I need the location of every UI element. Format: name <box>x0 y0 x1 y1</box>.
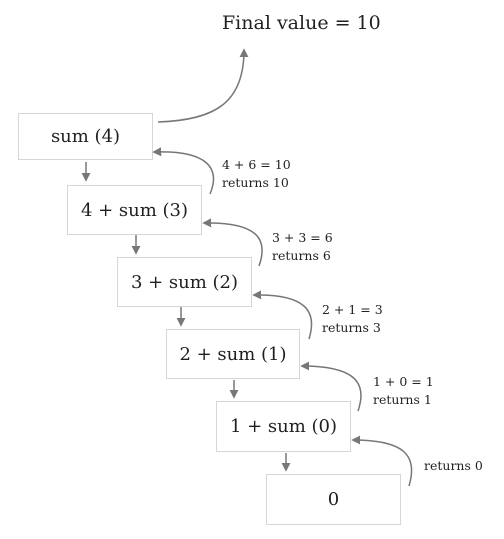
return-arrow-4 <box>300 361 362 412</box>
return-arrow-3 <box>252 290 313 340</box>
return-note-5-returns: returns 0 <box>424 458 483 473</box>
final-value-label: Final value = 10 <box>222 12 381 34</box>
return-arrow-1 <box>152 147 215 195</box>
call-box-sum-3: 4 + sum (3) <box>67 185 202 235</box>
return-arrow-2 <box>202 218 263 267</box>
call-box-sum-1: 2 + sum (1) <box>166 329 300 379</box>
return-note-3: 2 + 1 = 3 returns 3 <box>322 301 383 337</box>
return-note-4-returns: returns 1 <box>373 392 432 407</box>
return-note-2-returns: returns 6 <box>272 248 331 263</box>
return-note-1-returns: returns 10 <box>222 175 289 190</box>
return-note-3-returns: returns 3 <box>322 320 381 335</box>
return-note-2: 3 + 3 = 6 returns 6 <box>272 229 333 265</box>
return-note-5: returns 0 <box>424 457 483 475</box>
return-note-4-sum: 1 + 0 = 1 <box>373 374 434 389</box>
return-arrow-5 <box>351 435 413 487</box>
return-note-2-sum: 3 + 3 = 6 <box>272 230 333 245</box>
call-box-sum-0: 1 + sum (0) <box>216 401 351 452</box>
return-arrow-final <box>157 48 249 123</box>
return-note-4: 1 + 0 = 1 returns 1 <box>373 373 434 409</box>
call-box-sum-2: 3 + sum (2) <box>117 257 252 307</box>
return-note-1: 4 + 6 = 10 returns 10 <box>222 156 291 192</box>
return-note-1-sum: 4 + 6 = 10 <box>222 157 291 172</box>
call-box-sum-4: sum (4) <box>18 113 153 160</box>
return-note-3-sum: 2 + 1 = 3 <box>322 302 383 317</box>
base-case-box: 0 <box>266 474 401 525</box>
